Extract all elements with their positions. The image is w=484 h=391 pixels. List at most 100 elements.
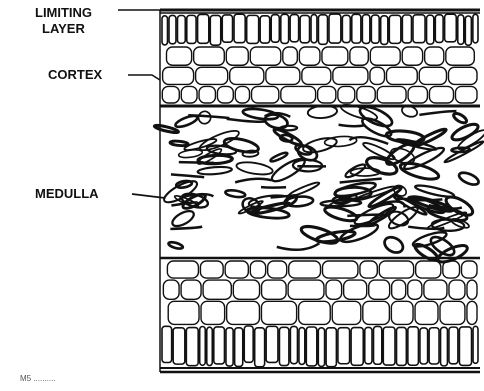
cortex-cell	[262, 280, 287, 299]
palisade-cell	[351, 328, 363, 366]
cortex-cell	[357, 86, 375, 103]
medulla-hypha	[386, 129, 425, 144]
medulla-strand	[179, 162, 214, 163]
palisade-cell	[279, 327, 288, 365]
limiting-layer-bottom	[162, 326, 478, 367]
palisade-cell	[362, 15, 369, 44]
cortex-cell	[408, 86, 427, 103]
medulla-hypha	[457, 170, 480, 187]
cortex-cell	[196, 67, 228, 84]
cortex-cell	[455, 86, 477, 103]
cortex-cell	[322, 47, 348, 65]
medulla-hypha	[170, 208, 196, 229]
cortex-cell	[226, 47, 248, 65]
cortex-cell	[424, 280, 447, 299]
cortex-cell	[333, 67, 368, 84]
cortex-cell	[163, 280, 179, 299]
palisade-cell	[458, 15, 464, 45]
medulla-hypha	[170, 140, 189, 146]
palisade-cell	[326, 328, 336, 367]
cortex-cell	[467, 280, 477, 299]
cortex-cell	[299, 47, 320, 65]
palisade-cell	[244, 326, 253, 362]
cortex-cell	[415, 301, 438, 324]
cortex-cell	[299, 301, 331, 324]
tissue-layers	[154, 10, 484, 372]
cortex-cell	[443, 261, 460, 278]
palisade-cell	[408, 327, 419, 365]
cortex-cell	[379, 261, 413, 278]
medulla-strand	[350, 225, 375, 226]
palisade-cell	[427, 15, 434, 44]
palisade-cell	[381, 16, 388, 45]
palisade-cell	[435, 15, 443, 43]
palisade-cell	[226, 328, 233, 366]
palisade-cell	[420, 328, 428, 364]
cortex-cell	[230, 67, 264, 84]
medulla-hypha	[223, 136, 260, 155]
cortex-cell	[201, 301, 225, 324]
cortex-cell	[194, 47, 225, 65]
leader-cortex	[128, 75, 160, 80]
palisade-cell	[318, 328, 324, 367]
cortex-cell	[322, 261, 357, 278]
palisade-cell	[311, 15, 317, 43]
cortex-cell	[386, 67, 417, 84]
cortex-cell	[181, 86, 197, 103]
palisade-cell	[271, 15, 279, 42]
medulla-strand	[235, 179, 272, 183]
cortex-upper	[162, 47, 477, 103]
palisade-cell	[445, 14, 457, 42]
cortex-cell	[181, 280, 201, 299]
section-boundaries	[160, 10, 480, 372]
cortex-cell	[162, 86, 179, 103]
cortex-cell	[302, 67, 331, 84]
cortex-cell	[377, 86, 406, 103]
cortex-cell	[233, 280, 259, 299]
medulla-hypha	[168, 241, 184, 250]
medulla-strand	[261, 187, 286, 188]
cortex-cell	[167, 261, 198, 278]
cortex-cell	[199, 86, 215, 103]
label-cortex: CORTEX	[48, 67, 103, 82]
cortex-cell	[203, 280, 231, 299]
cortex-cell	[283, 47, 298, 65]
leader-lines	[118, 10, 165, 198]
cortex-cell	[288, 280, 324, 299]
palisade-cell	[371, 15, 379, 43]
cortex-cell	[163, 67, 194, 84]
palisade-cell	[318, 15, 327, 44]
cortex-cell	[332, 301, 361, 324]
palisade-cell	[247, 15, 259, 43]
cortex-cell	[446, 47, 475, 65]
cortex-cell	[350, 47, 368, 65]
palisade-cell	[290, 326, 297, 363]
medulla-hypha	[413, 127, 447, 147]
cortex-cell	[425, 47, 444, 65]
cortex-cell	[252, 86, 279, 103]
cortex-cell	[168, 301, 199, 324]
medulla-hypha	[197, 166, 232, 175]
palisade-cell	[234, 14, 245, 42]
palisade-cell	[329, 14, 341, 43]
palisade-cell	[255, 328, 265, 367]
palisade-cell	[449, 327, 458, 364]
cortex-cell	[326, 280, 342, 299]
palisade-cell	[177, 16, 185, 44]
cortex-cell	[449, 280, 465, 299]
palisade-cell	[186, 328, 198, 366]
medulla-strand	[188, 115, 229, 118]
palisade-cell	[306, 327, 316, 366]
cortex-cell	[391, 301, 413, 324]
label-medulla: MEDULLA	[35, 186, 99, 201]
cortex-cell	[344, 280, 367, 299]
cortex-cell	[370, 47, 400, 65]
palisade-cell	[383, 327, 395, 365]
palisade-cell	[162, 16, 168, 45]
palisade-cell	[290, 15, 298, 42]
medulla-strand	[396, 199, 430, 201]
palisade-cell	[210, 15, 220, 45]
medulla-layer	[154, 102, 484, 265]
cortex-cell	[250, 261, 265, 278]
cortex-cell	[166, 47, 191, 65]
